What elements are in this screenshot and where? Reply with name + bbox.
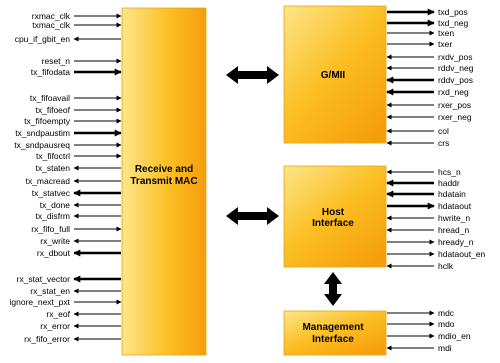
signal-label-hread-n: hread_n	[438, 225, 469, 235]
signal-label-txen: txen	[438, 28, 454, 38]
management-interface-title-line1: Management	[302, 322, 364, 333]
host-interface-title-line1: Host	[322, 207, 345, 218]
signal-label-tx-staten: tx_staten	[36, 163, 71, 173]
host-interface-title-line2: Interface	[312, 218, 354, 229]
signal-label-hdataout-en: hdataout_en	[438, 249, 486, 259]
signal-label-tx-fifoavail: tx_fifoavail	[30, 93, 70, 103]
signal-label-tx-sndpausreq: tx_sndpausreq	[14, 140, 70, 150]
signal-label-hclk: hclk	[438, 261, 454, 271]
signal-label-rxdv-pos: rxdv_pos	[438, 52, 473, 62]
signal-label-tx-statvec: tx_statvec	[32, 188, 71, 198]
signal-label-rxd-neg: rxd_neg	[438, 87, 469, 97]
signal-label-tx-fifoempty: tx_fifoempty	[24, 116, 71, 126]
signal-label-tx-done: tx_done	[40, 200, 71, 210]
signal-label-hwrite-n: hwrite_n	[438, 213, 470, 223]
signal-label-rx-stat-vector: rx_stat_vector	[17, 274, 71, 284]
signal-label-rddv-neg: rddv_neg	[438, 63, 474, 73]
signal-label-cpu-if-gbit-en: cpu_if_gbit_en	[15, 34, 71, 44]
mac-block	[121, 7, 207, 356]
signal-label-mdi: mdi	[438, 343, 452, 353]
signal-label-rx-dbout: rx_dbout	[37, 248, 71, 258]
signal-label-mdo: mdo	[438, 319, 455, 329]
signal-label-hdataout: hdataout	[438, 201, 472, 211]
mac-block-title-line1: Receive and	[135, 164, 193, 175]
signal-label-rddv-pos: rddv_pos	[438, 75, 473, 85]
signal-label-tx-fifoeof: tx_fifoeof	[36, 105, 71, 115]
signal-label-rxmac-clk: rxmac_clk	[32, 11, 71, 21]
signal-label-rx-stat-en: rx_stat_en	[30, 286, 70, 296]
signal-label-txd-pos: txd_pos	[438, 7, 468, 17]
mac-block-title-line2: Transmit MAC	[130, 176, 197, 187]
signal-label-tx-disfrm: tx_disfrm	[36, 211, 70, 221]
signal-label-tx-fifodata: tx_fifodata	[31, 67, 70, 77]
signal-label-txmac-clk: txmac_clk	[32, 20, 71, 30]
signal-label-rx-error: rx_error	[40, 321, 70, 331]
signal-label-rx-fifo-full: rx_fifo_full	[31, 224, 70, 234]
signal-label-haddr: haddr	[438, 178, 460, 188]
mac-signal-list: rxmac_clktxmac_clkcpu_if_gbit_enreset_nt…	[10, 11, 122, 344]
host-interface-block	[283, 165, 387, 268]
host-management-connector-arrow	[324, 272, 342, 306]
signal-label-rx-eof: rx_eof	[46, 309, 70, 319]
signal-label-crs: crs	[438, 138, 449, 148]
signal-label-hcs-n: hcs_n	[438, 167, 461, 177]
signal-label-txer: txer	[438, 39, 452, 49]
signal-label-tx-sndpaustim: tx_sndpaustim	[15, 128, 70, 138]
signal-label-mdc: mdc	[438, 308, 455, 318]
signal-label-rxer-pos: rxer_pos	[438, 100, 471, 110]
signal-label-rx-write: rx_write	[40, 236, 70, 246]
mac-gmii-connector-arrow	[226, 66, 279, 84]
signal-label-ignore-next-pxt: ignore_next_pxt	[10, 297, 71, 307]
mac-host-connector-arrow	[226, 207, 279, 225]
signal-label-txd-neg: txd_neg	[438, 18, 469, 28]
management-interface-block	[283, 310, 387, 356]
signal-label-mdio-en: mdio_en	[438, 331, 471, 341]
signal-label-rx-fifo-error: rx_fifo_error	[24, 334, 70, 344]
signal-label-hready-n: hready_n	[438, 237, 474, 247]
signal-label-tx-macread: tx_macread	[26, 176, 71, 186]
signal-label-col: col	[438, 126, 449, 136]
signal-label-hdatain: hdatain	[438, 189, 466, 199]
signal-label-reset-n: reset_n	[42, 56, 71, 66]
gmii-block-title: G/MII	[321, 70, 346, 81]
signal-label-rxer-neg: rxer_neg	[438, 112, 472, 122]
signal-label-tx-fifoctrl: tx_fifoctrl	[36, 151, 70, 161]
gmii-block	[283, 5, 387, 144]
management-interface-title-line2: Interface	[312, 334, 354, 345]
